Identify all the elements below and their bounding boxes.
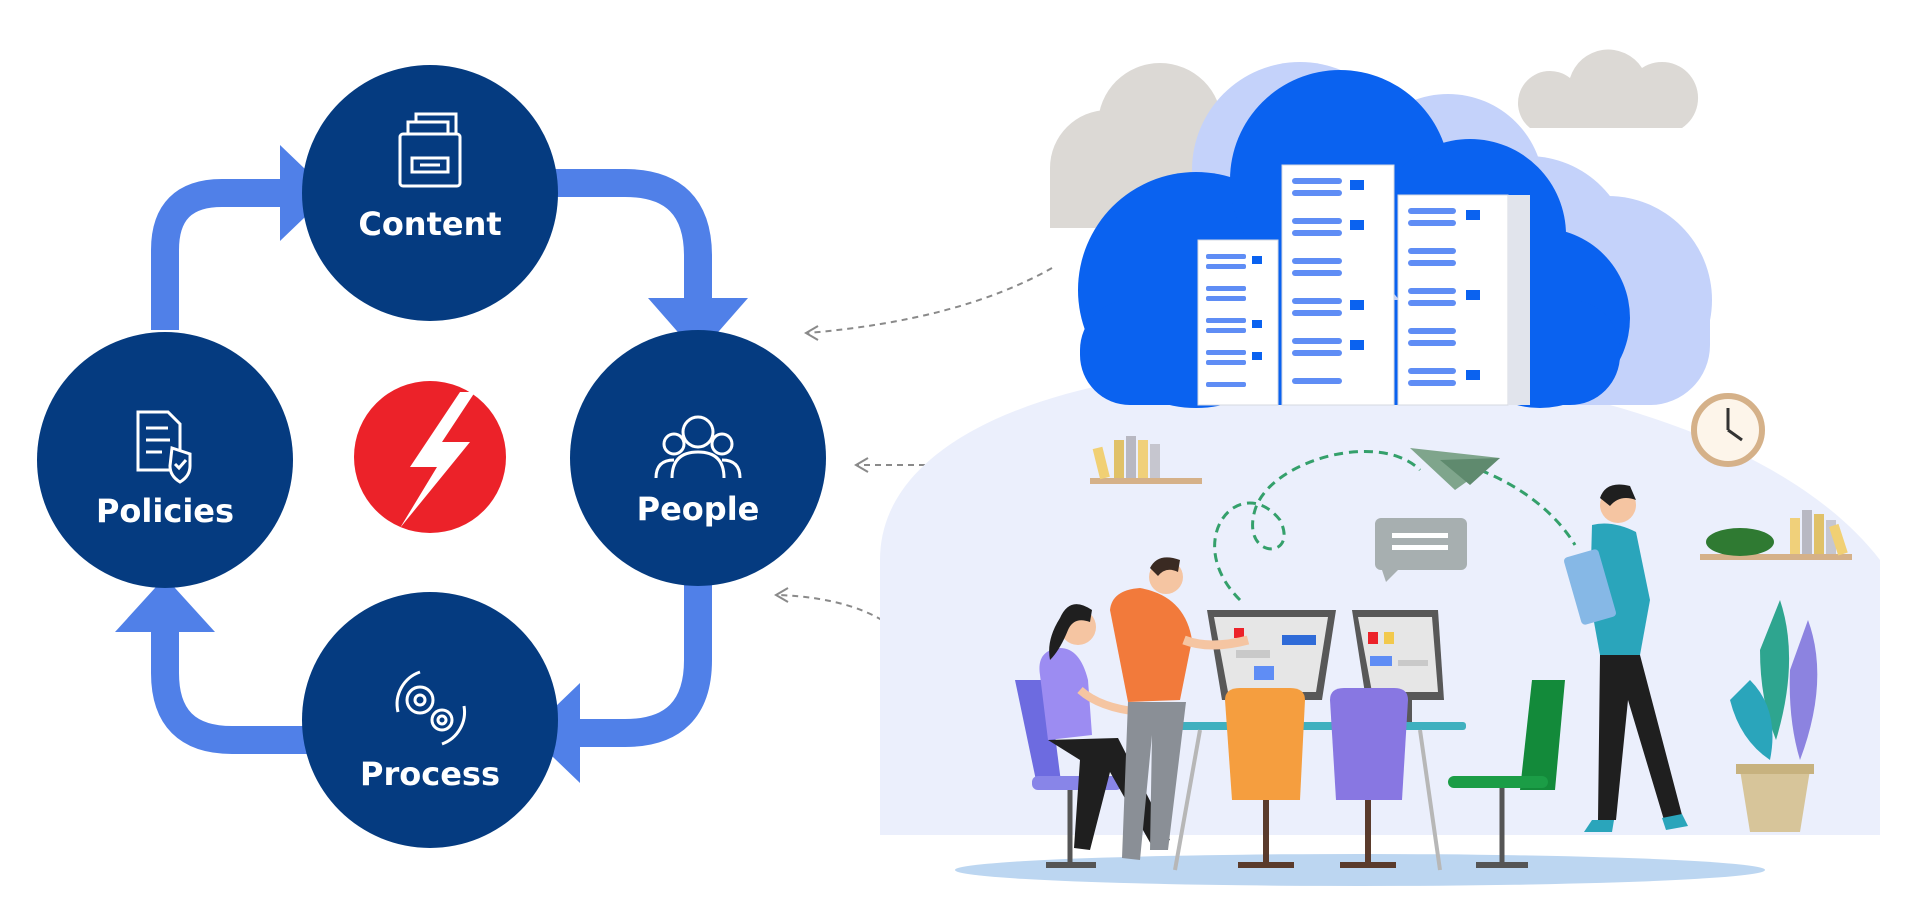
cycle-arrowhead-policies (115, 577, 215, 632)
people-group-icon (654, 415, 742, 479)
bookshelf-left (1090, 436, 1202, 484)
chat-bubble-icon (1375, 518, 1467, 582)
node-label-process: Process (360, 755, 500, 793)
cycle-arrow-process-to-policies (151, 630, 320, 754)
gears-cycle-icon (395, 670, 467, 746)
wall-clock-icon (1691, 393, 1765, 467)
paper-plane-icon (1213, 448, 1577, 602)
office-illustration (880, 49, 1880, 886)
seated-man (1110, 557, 1250, 860)
policy-document-shield-icon (136, 410, 192, 484)
connector-cloud-to-diagram (807, 267, 1053, 334)
node-people: People (570, 330, 826, 586)
file-box-icon (398, 112, 462, 188)
connector-arrowhead-1 (804, 325, 819, 341)
cycle-arrow-content-to-people (550, 169, 712, 300)
potted-plant-icon (1730, 600, 1818, 832)
node-process: Process (302, 592, 558, 848)
node-policies: Policies (37, 332, 293, 588)
connector-arrowhead-2 (854, 457, 869, 473)
connector-arrowhead-3 (774, 587, 789, 603)
chair-orange (1225, 688, 1305, 868)
node-content: Content (302, 65, 558, 321)
node-label-content: Content (358, 205, 501, 243)
cycle-arrowhead-people (648, 298, 748, 355)
cloud-data-center (1078, 62, 1712, 408)
standing-man-with-tablet (1563, 484, 1688, 832)
lightning-bolt-icon (354, 381, 506, 533)
chair-green (1448, 680, 1565, 868)
chair-purple-center (1330, 688, 1408, 868)
cycle-arrow-policies-to-content (151, 179, 290, 330)
cycle-arrow-people-to-process (580, 580, 712, 747)
cycle-diagram: Content People (37, 65, 826, 848)
monitor-left (1207, 610, 1336, 722)
floor-shadow (955, 854, 1765, 886)
server-racks (1197, 164, 1530, 406)
node-label-policies: Policies (96, 492, 234, 530)
node-label-people: People (637, 490, 760, 528)
bookshelf-right (1700, 510, 1852, 560)
monitor-right (1352, 610, 1444, 722)
